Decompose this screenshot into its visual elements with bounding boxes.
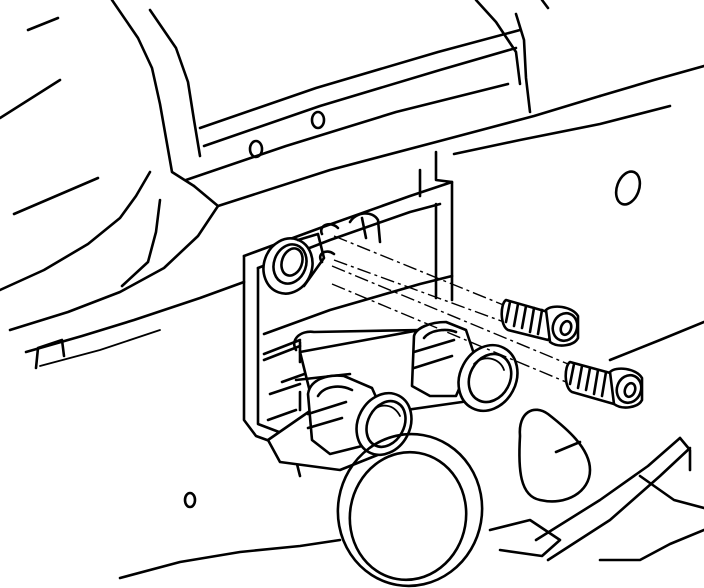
fitting-port bbox=[262, 232, 326, 295]
bolt-upper bbox=[500, 298, 580, 347]
lower-bore bbox=[336, 432, 484, 588]
bolt-lower bbox=[564, 360, 644, 409]
tube-lower bbox=[266, 374, 413, 472]
assembly-lines bbox=[331, 235, 569, 383]
